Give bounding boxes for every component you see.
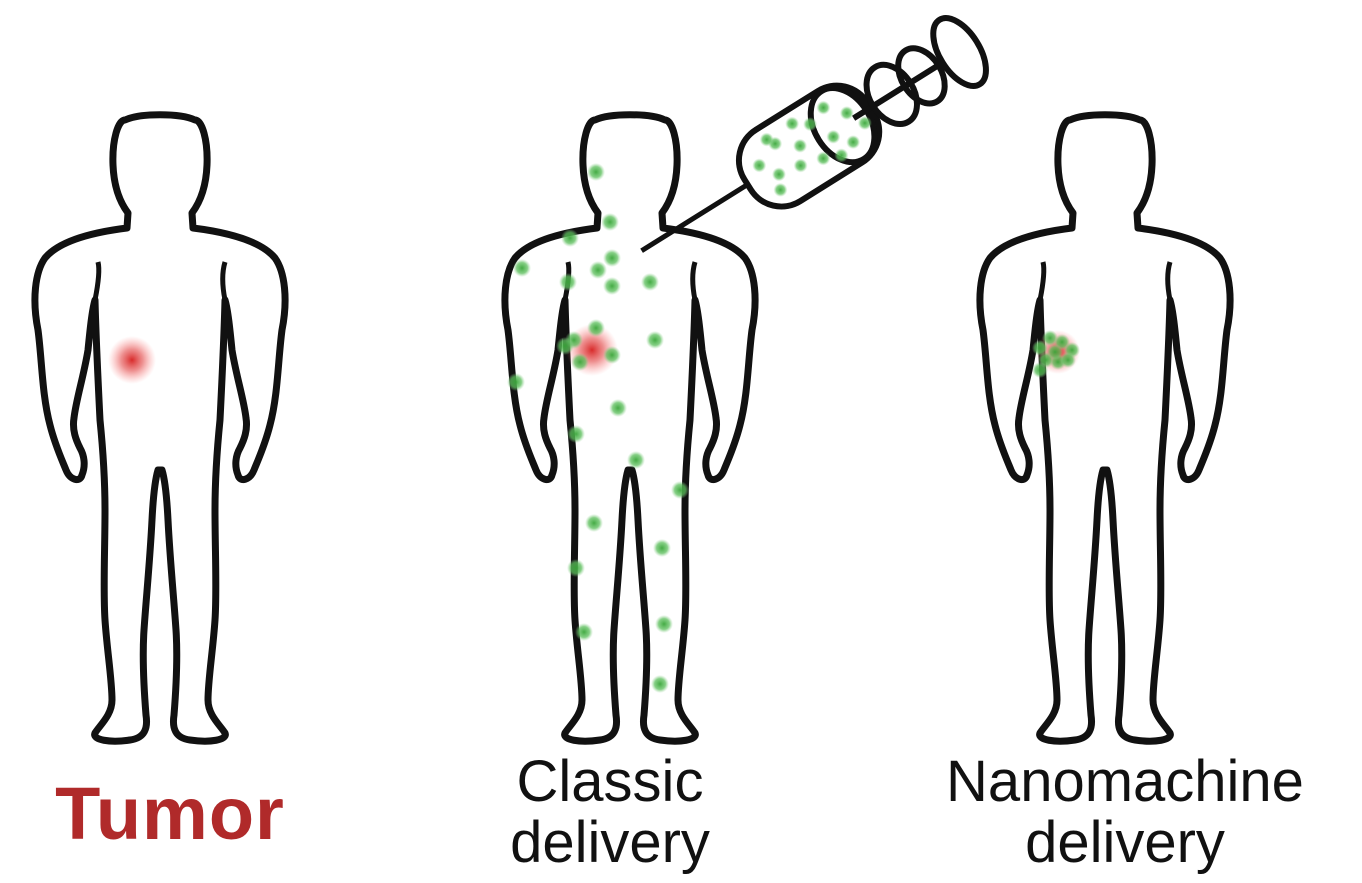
drug-particle — [567, 425, 585, 443]
drug-particle — [1032, 362, 1048, 378]
drug-particle — [561, 229, 579, 247]
drug-particle — [513, 259, 531, 277]
classic-delivery-label: Classic delivery — [470, 752, 750, 874]
drug-particle — [603, 249, 621, 267]
nanomachine-delivery-label-line1: Nanomachine — [890, 752, 1360, 813]
classic-delivery-label-line2: delivery — [470, 813, 750, 874]
drug-particle — [507, 373, 525, 391]
nanomachine-delivery-label: Nanomachine delivery — [890, 752, 1360, 874]
tumor-label: Tumor — [20, 775, 320, 853]
drug-particle — [587, 163, 605, 181]
drug-particle — [587, 319, 605, 337]
body-outline-nanomachine — [980, 115, 1230, 741]
drug-particle — [585, 514, 603, 532]
drug-particle — [571, 353, 589, 371]
drug-particle — [603, 346, 621, 364]
drug-particle — [655, 615, 673, 633]
drug-particle — [651, 675, 669, 693]
nanomachine-delivery-label-line2: delivery — [890, 813, 1360, 874]
drug-particle — [1047, 344, 1063, 360]
drug-particle — [627, 451, 645, 469]
drug-particle — [589, 261, 607, 279]
drug-particle — [556, 337, 574, 355]
drug-particle — [601, 213, 619, 231]
body-outline-tumor — [35, 115, 285, 741]
drug-particle — [609, 399, 627, 417]
drug-particle — [641, 273, 659, 291]
drug-particle — [653, 539, 671, 557]
drug-particle — [603, 277, 621, 295]
drug-particle — [575, 623, 593, 641]
body-outline-classic — [505, 115, 755, 741]
drug-particle — [567, 559, 585, 577]
drug-particle — [559, 273, 577, 291]
drug-particle — [646, 331, 664, 349]
classic-delivery-label-line1: Classic — [470, 752, 750, 813]
tumor-spot — [108, 336, 156, 384]
drug-particle — [671, 481, 689, 499]
